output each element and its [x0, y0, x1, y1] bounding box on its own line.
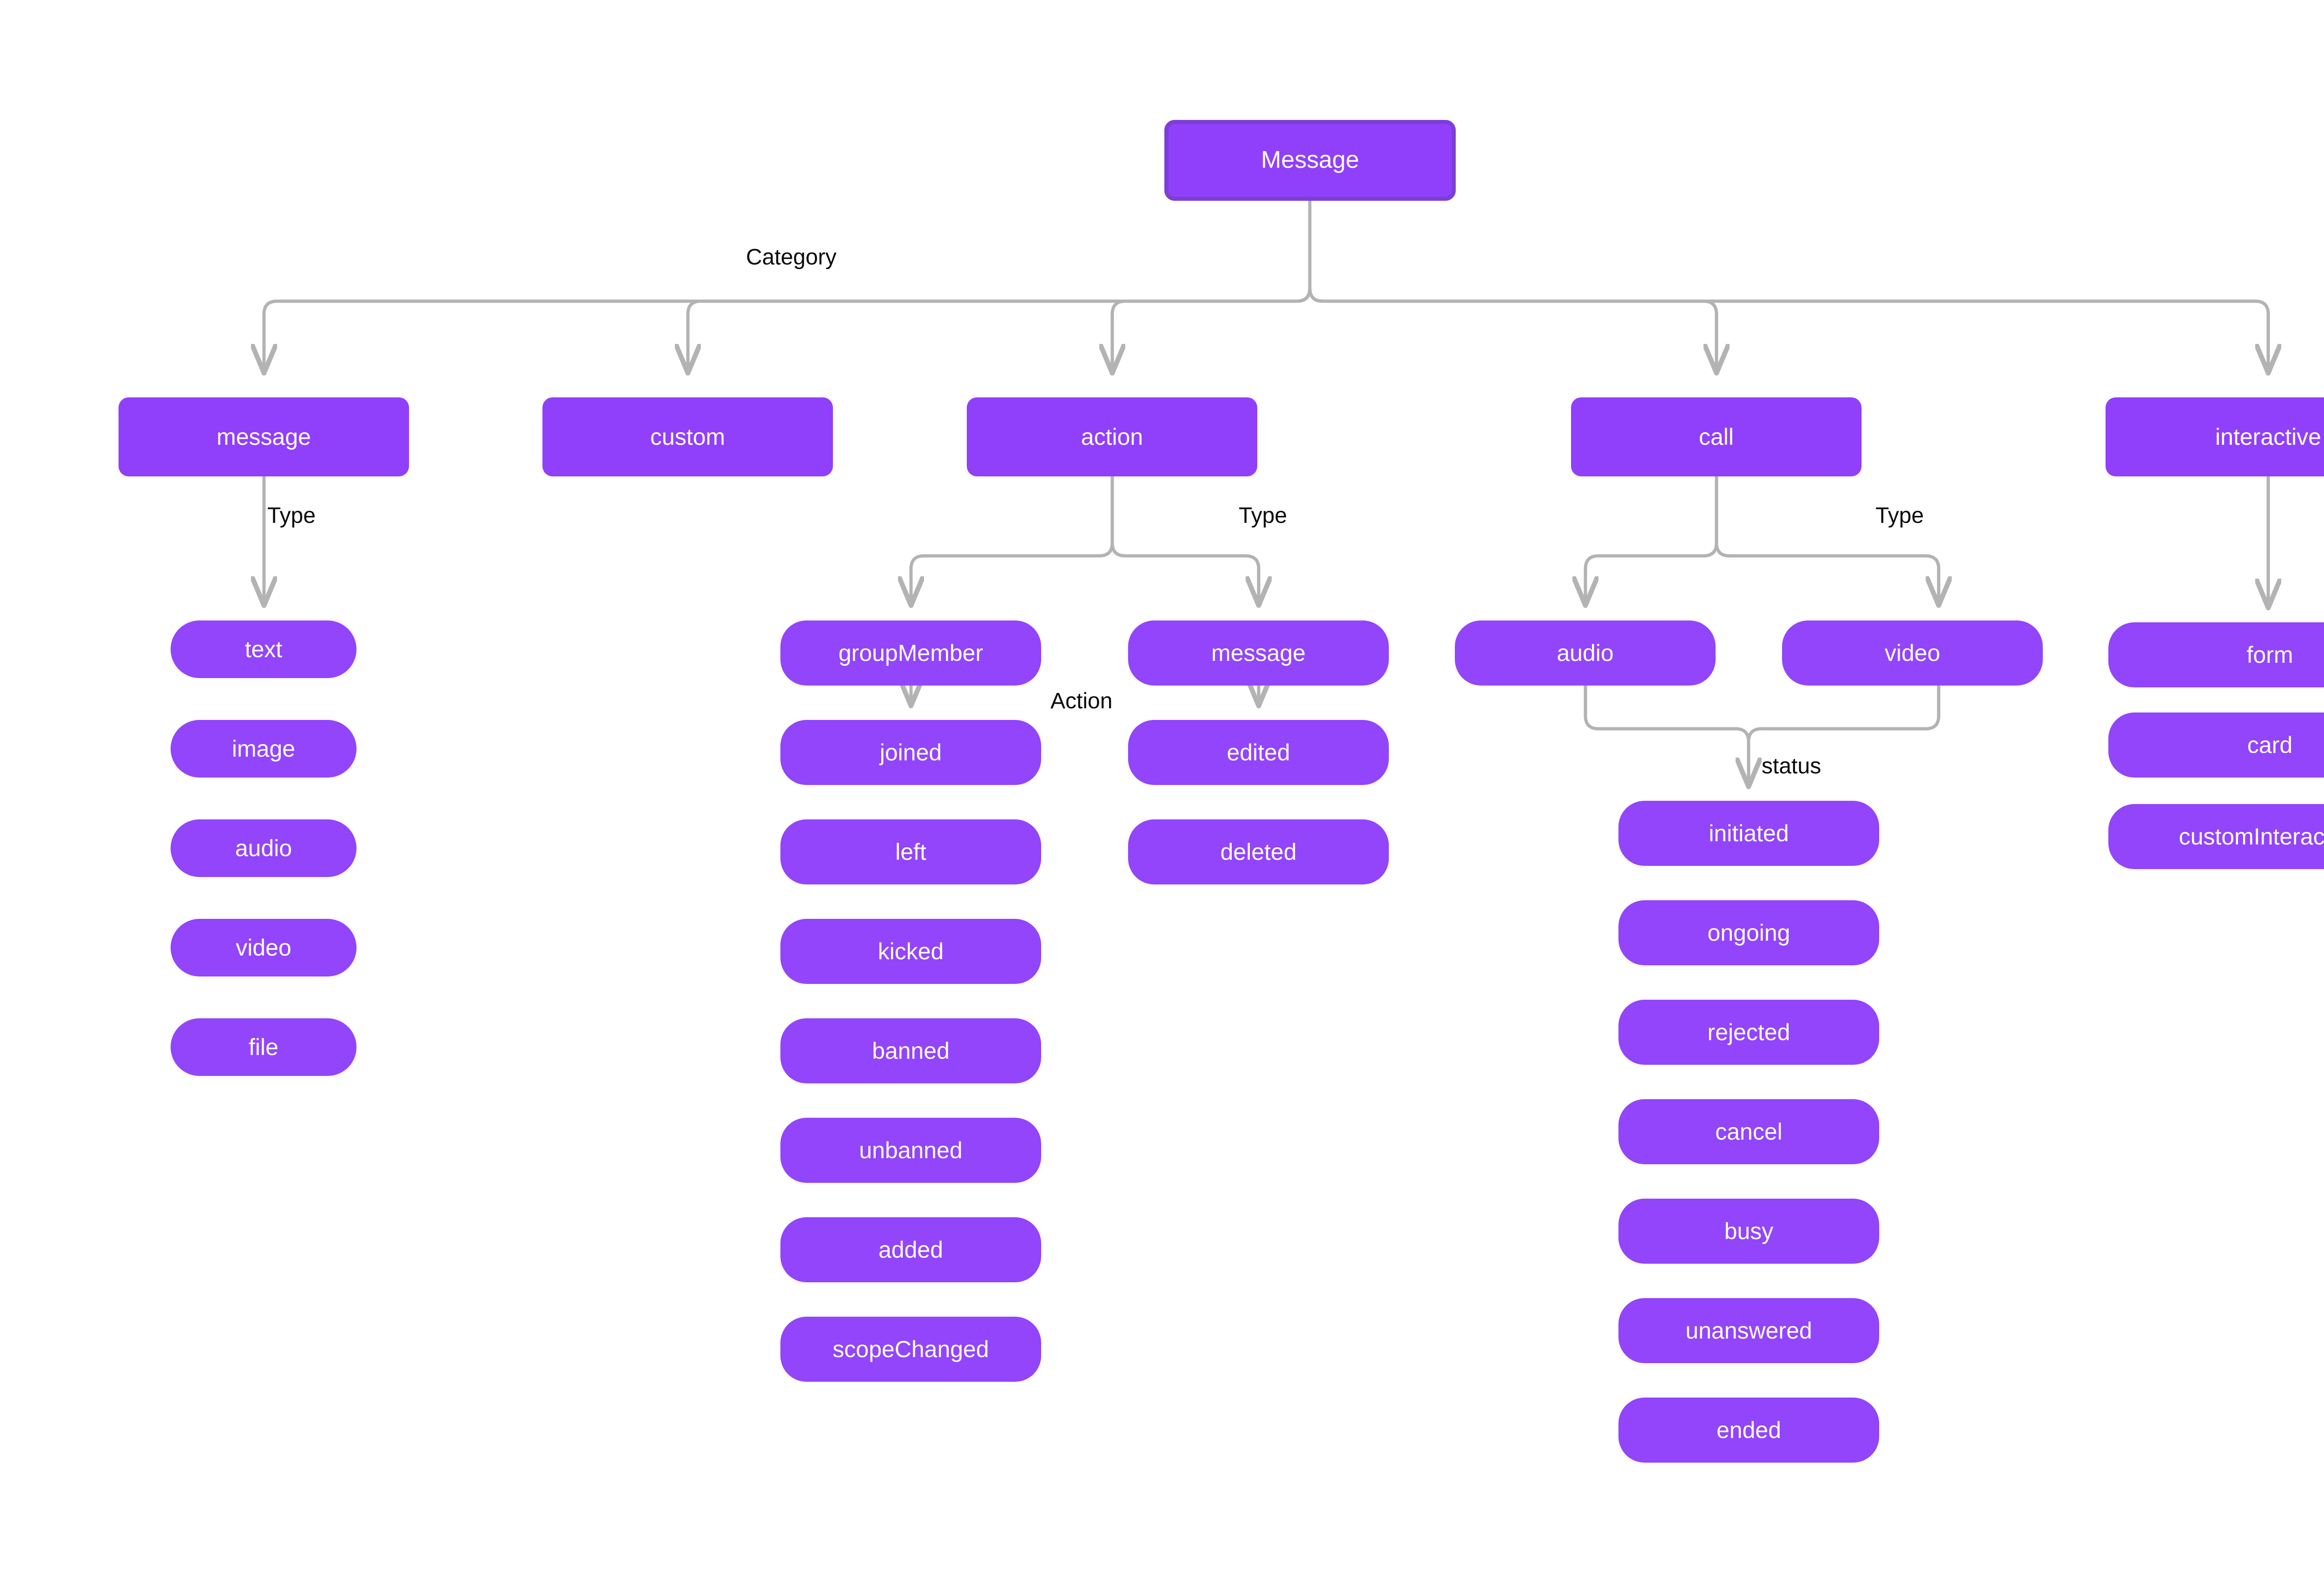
node-category-custom-label: custom — [650, 423, 726, 450]
node-groupmember-action-added[interactable]: added — [780, 1217, 1041, 1282]
node-groupmember-action-joined[interactable]: joined — [780, 720, 1041, 785]
node-call-type-video[interactable]: video — [1782, 620, 2043, 686]
node-groupmember-action-banned-label: banned — [872, 1037, 950, 1064]
node-call-status-cancel-label: cancel — [1715, 1118, 1783, 1145]
node-action-type-message-label: message — [1211, 640, 1306, 666]
node-message-type-image-label: image — [231, 735, 296, 762]
node-message-type-text-label: text — [244, 636, 283, 662]
node-interactive-type-form[interactable]: form — [2108, 622, 2324, 687]
type-edge-label-call: Type — [1875, 503, 1924, 528]
node-call-type-video-label: video — [1884, 640, 1941, 666]
node-action-type-groupmember[interactable]: groupMember — [780, 620, 1041, 686]
node-interactive-type-card-label: card — [2247, 732, 2293, 758]
node-category-message[interactable]: message — [119, 397, 409, 476]
node-actionmessage-edited-label: edited — [1227, 739, 1290, 765]
node-actionmessage-deleted-label: deleted — [1220, 838, 1297, 865]
node-action-type-message[interactable]: message — [1128, 620, 1389, 686]
edge-root-to-interactive — [1308, 286, 2268, 372]
node-groupmember-action-joined-label: joined — [879, 739, 942, 765]
node-root-message[interactable]: Message — [1164, 120, 1456, 201]
node-call-status-rejected-label: rejected — [1707, 1019, 1790, 1045]
node-groupmember-action-unbanned[interactable]: unbanned — [780, 1118, 1041, 1183]
node-message-type-file[interactable]: file — [171, 1018, 357, 1076]
node-call-status-cancel[interactable]: cancel — [1618, 1099, 1879, 1164]
node-message-type-audio-label: audio — [235, 835, 292, 861]
node-message-type-text[interactable]: text — [171, 620, 357, 678]
edge-action-to-actionmessage — [1110, 541, 1259, 604]
node-interactive-type-form-label: form — [2246, 641, 2293, 668]
node-groupmember-action-left-label: left — [895, 838, 926, 865]
node-category-call[interactable]: call — [1571, 397, 1862, 476]
node-actionmessage-edited[interactable]: edited — [1128, 720, 1389, 785]
status-edge-label: status — [1762, 754, 1822, 778]
action-edge-label: Action — [1050, 689, 1113, 713]
node-call-status-unanswered-label: unanswered — [1685, 1317, 1812, 1344]
category-edge-label: Category — [746, 245, 837, 270]
node-category-call-label: call — [1698, 423, 1734, 450]
node-call-status-unanswered[interactable]: unanswered — [1618, 1298, 1879, 1363]
node-call-status-busy[interactable]: busy — [1618, 1199, 1879, 1264]
node-call-status-initiated[interactable]: initiated — [1618, 801, 1879, 866]
edge-root-to-action — [1112, 286, 1312, 372]
node-message-type-video-label: video — [236, 934, 291, 961]
node-message-type-audio[interactable]: audio — [171, 819, 357, 877]
node-groupmember-action-left[interactable]: left — [780, 819, 1041, 884]
node-category-custom[interactable]: custom — [542, 397, 833, 476]
node-category-message-label: message — [217, 423, 311, 450]
node-groupmember-action-added-label: added — [878, 1236, 944, 1263]
edge-video-to-initiated — [1747, 684, 1941, 787]
node-interactive-type-card[interactable]: card — [2108, 712, 2324, 778]
node-action-type-groupmember-label: groupMember — [838, 640, 984, 666]
edge-call-to-video — [1715, 541, 1939, 604]
node-groupmember-action-kicked[interactable]: kicked — [780, 919, 1041, 984]
edge-call-to-audio — [1585, 541, 1718, 604]
node-interactive-type-custominteractive-label: customInteractive — [2179, 823, 2324, 850]
node-message-type-file-label: file — [249, 1034, 278, 1060]
node-call-type-audio-label: audio — [1557, 640, 1614, 666]
node-root-message-label: Message — [1261, 146, 1359, 174]
node-call-status-rejected[interactable]: rejected — [1618, 1000, 1879, 1065]
node-call-status-ongoing-label: ongoing — [1707, 919, 1790, 946]
node-groupmember-action-banned[interactable]: banned — [780, 1018, 1041, 1083]
node-groupmember-action-scopechanged-label: scopeChanged — [832, 1336, 989, 1362]
node-message-type-image[interactable]: image — [171, 720, 357, 778]
node-groupmember-action-scopechanged[interactable]: scopeChanged — [780, 1317, 1041, 1382]
node-category-action-label: action — [1081, 423, 1143, 450]
node-interactive-type-custominteractive[interactable]: customInteractive — [2108, 804, 2324, 869]
node-call-status-initiated-label: initiated — [1709, 820, 1789, 846]
node-call-type-audio[interactable]: audio — [1455, 620, 1716, 686]
node-category-action[interactable]: action — [967, 397, 1257, 476]
node-message-type-video[interactable]: video — [171, 919, 357, 976]
type-edge-label-message: Type — [267, 503, 316, 528]
node-category-interactive-label: interactive — [2215, 423, 2321, 450]
edge-audio-to-initiated — [1584, 684, 1749, 785]
edge-action-to-groupmember — [911, 541, 1114, 604]
node-call-status-busy-label: busy — [1724, 1218, 1774, 1244]
node-call-status-ended-label: ended — [1716, 1417, 1782, 1443]
node-groupmember-action-kicked-label: kicked — [878, 938, 944, 964]
node-call-status-ongoing[interactable]: ongoing — [1618, 900, 1879, 965]
node-groupmember-action-unbanned-label: unbanned — [859, 1137, 963, 1163]
type-edge-label-action: Type — [1239, 503, 1287, 528]
node-call-status-ended[interactable]: ended — [1618, 1398, 1879, 1463]
node-category-interactive[interactable]: interactive — [2106, 397, 2324, 476]
node-actionmessage-deleted[interactable]: deleted — [1128, 819, 1389, 884]
